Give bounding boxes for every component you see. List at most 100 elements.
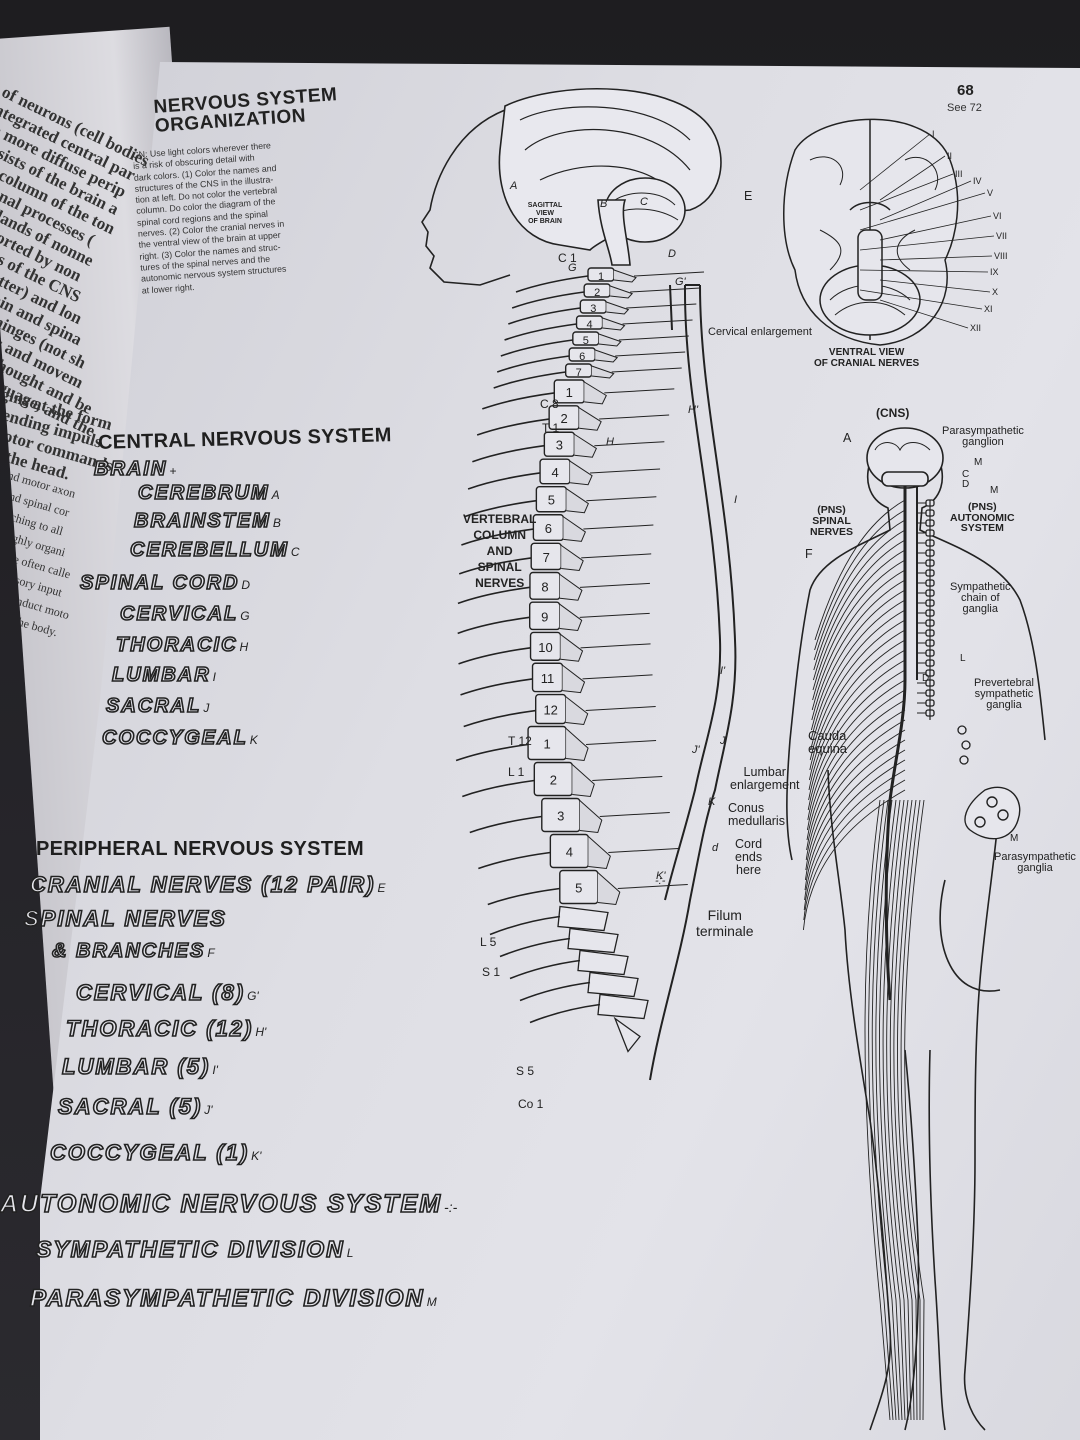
nerve-root xyxy=(599,812,670,817)
cranial-nerve-leader xyxy=(879,155,946,201)
spinous-process xyxy=(588,836,611,870)
body-letter-a: A xyxy=(843,431,852,445)
vertebra-number: 1 xyxy=(598,271,604,283)
spinal-nerve xyxy=(496,355,570,373)
spinous-process xyxy=(598,333,622,347)
vertebra-number: 5 xyxy=(548,493,555,508)
nerve-root xyxy=(581,553,652,559)
spinous-process xyxy=(613,269,637,283)
spinous-process xyxy=(562,664,586,694)
leg-nerve xyxy=(864,799,891,1421)
peripheral-nerve xyxy=(808,659,906,801)
vertebral-column-label-line: AND xyxy=(486,544,513,558)
peripheral-nerve xyxy=(810,599,906,741)
peripheral-nerve xyxy=(805,719,906,861)
spinal-nerve xyxy=(458,557,532,575)
leg-nerve xyxy=(868,799,894,1421)
peripheral-nerve xyxy=(806,699,906,841)
spine-letter: K xyxy=(708,796,716,808)
brain-term: BRAIN+ xyxy=(93,457,177,481)
nerve-root xyxy=(618,335,689,341)
sacral-nerve xyxy=(519,981,591,1002)
spine-letter: H' xyxy=(688,404,699,416)
nerve-root xyxy=(604,388,675,394)
cranial-nerve-leader xyxy=(879,255,993,261)
sagittal-caption-line: SAGITTAL xyxy=(528,202,563,209)
body-letter: D xyxy=(962,479,970,490)
nerve-root xyxy=(626,303,697,309)
vertebra-number: 4 xyxy=(566,845,573,860)
peripheral-nerve xyxy=(802,789,906,931)
spine-letter: -:- xyxy=(655,875,666,887)
peripheral-nerve xyxy=(812,559,906,701)
spinous-process xyxy=(574,433,597,458)
peripheral-nerve xyxy=(804,739,906,881)
peripheral-nerve xyxy=(812,539,906,681)
leg-nerve xyxy=(879,799,903,1421)
cranial-nerve-numeral: V xyxy=(987,188,994,198)
cranial-nerve-leader xyxy=(859,173,954,211)
spinous-process xyxy=(602,317,626,331)
spinal-nerve xyxy=(500,339,573,357)
lumbar-5-term: LUMBAR (5)I' xyxy=(61,1053,218,1080)
spinous-process xyxy=(560,634,584,662)
cranial-nerve-numeral: VII xyxy=(996,231,1008,241)
peripheral-nerve xyxy=(810,589,906,731)
sagittal-caption-line: OF BRAIN xyxy=(528,218,562,225)
cranial-nerve-leader xyxy=(859,269,989,273)
cervical-8-term: CERVICAL (8)G' xyxy=(75,979,259,1006)
nerve-root xyxy=(579,582,650,588)
spinal-nerve xyxy=(467,472,541,490)
spinal-nerve xyxy=(457,586,531,605)
spinal-cord xyxy=(649,284,737,1081)
cns-body-label: (CNS) xyxy=(876,406,910,420)
vertebra-number: 4 xyxy=(586,319,592,331)
vertebral-level-label: T 1 xyxy=(542,421,560,435)
sacral-nerve xyxy=(509,959,581,980)
vertebra-number: 7 xyxy=(543,550,550,565)
vertebra-number: 11 xyxy=(541,671,555,686)
spine-letter: G' xyxy=(675,276,686,288)
vertebra-number: 3 xyxy=(556,438,563,453)
spinal-nerve xyxy=(469,815,542,834)
nerve-root xyxy=(594,441,665,447)
coccygeal-1-term: COCCYGEAL (1)K' xyxy=(49,1139,262,1166)
leg-nerve xyxy=(889,799,912,1421)
peripheral-nerve xyxy=(806,689,906,831)
sacral-nerve xyxy=(499,937,571,958)
body-letter: C xyxy=(962,469,970,480)
nerve-root xyxy=(586,740,657,745)
spinal-nerves-term: SPINAL NERVES xyxy=(23,905,227,932)
spinous-process xyxy=(559,574,583,601)
spinal-nerve xyxy=(504,323,577,341)
spine-letter: K' xyxy=(656,870,666,882)
spine-letter: B xyxy=(600,198,608,210)
prevertebral-ganglion xyxy=(957,725,967,735)
vertebra-number: 2 xyxy=(550,773,557,788)
vertebral-column-label-line: VERTEBRAL xyxy=(463,512,537,526)
nerve-root xyxy=(599,414,670,420)
cranial-nerve-numeral: I xyxy=(932,129,935,139)
spinal-nerve xyxy=(463,709,536,728)
peripheral-nerve xyxy=(804,759,906,901)
cranial-nerves-term: CRANIAL NERVES (12 PAIR)E xyxy=(29,871,386,898)
nerve-root xyxy=(585,706,656,712)
sacral-segment xyxy=(597,993,649,1020)
vertebra-number: 5 xyxy=(583,335,589,347)
spinous-process xyxy=(566,488,589,514)
spinal-nerve xyxy=(508,307,581,325)
page-number: 68 xyxy=(957,82,974,99)
cranial-nerve-numeral: II xyxy=(947,151,953,161)
cranial-letter-e: E xyxy=(744,189,753,203)
vertebral-level-label: C 1 xyxy=(558,251,577,265)
cranial-nerve-numeral: IV xyxy=(973,176,982,186)
